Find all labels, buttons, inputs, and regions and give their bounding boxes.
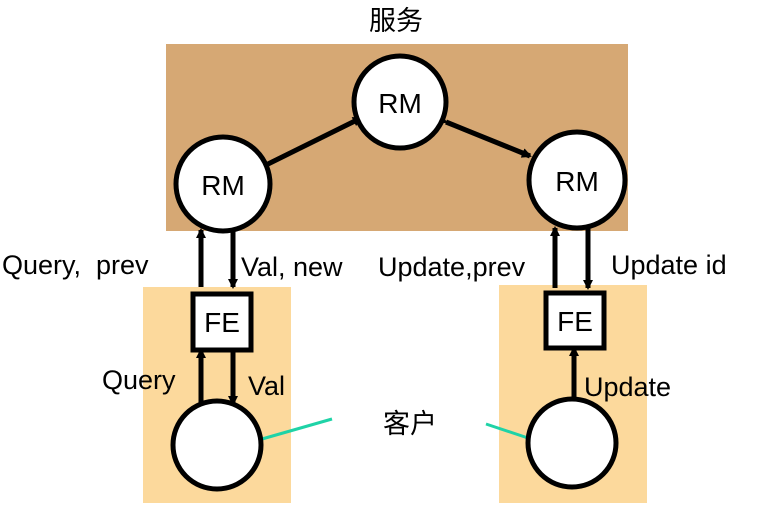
label-val: Val <box>248 371 285 401</box>
fe-left-label: FE <box>204 307 240 338</box>
label-update-prev: Update,prev <box>378 252 526 282</box>
client-node-left <box>170 398 264 492</box>
label-query: Query <box>102 365 176 395</box>
client-node-right <box>525 396 619 490</box>
rm-top-label: RM <box>378 88 422 119</box>
client-label: 客户 <box>383 409 437 440</box>
label-update-id: Update id <box>611 250 727 280</box>
label-query-prev: Query, prev <box>2 250 149 280</box>
service-title: 服务 <box>369 6 423 37</box>
client-connector-left <box>254 417 333 443</box>
label-update: Update <box>584 372 671 402</box>
fe-box-right: FE <box>543 290 607 351</box>
rm-right-label: RM <box>555 166 599 197</box>
fe-right-label: FE <box>557 306 593 337</box>
fe-box-left: FE <box>190 291 254 353</box>
arrow-rm-left-rm-top <box>258 115 363 173</box>
rm-node-top: RM <box>351 53 449 151</box>
rm-node-left: RM <box>173 134 273 234</box>
rm-left-label: RM <box>201 170 245 201</box>
arrow-rm-top-rm-right <box>436 114 532 159</box>
rm-node-right: RM <box>526 129 628 231</box>
label-val-new: Val, new <box>241 252 343 282</box>
